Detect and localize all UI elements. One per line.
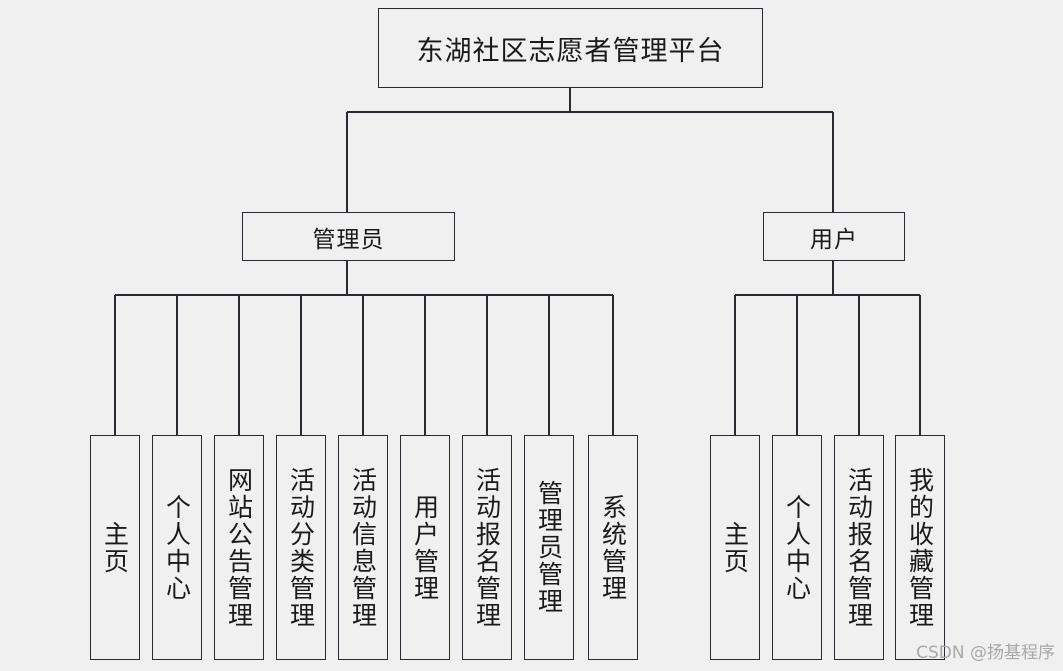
leaf-node-admin-3: 网站公告管理	[214, 435, 264, 660]
leaf-node-admin-3-label: 网站公告管理	[224, 466, 254, 629]
role-node-user-label: 用户	[810, 226, 858, 253]
role-node-admin-label: 管理员	[312, 226, 385, 253]
leaf-node-admin-5-label: 活动信息管理	[348, 466, 378, 629]
leaf-node-admin-2-label: 个人中心	[162, 493, 192, 602]
leaf-node-user-3-label: 活动报名管理	[844, 466, 874, 629]
leaf-node-admin-2: 个人中心	[152, 435, 202, 660]
leaf-node-admin-9-label: 系统管理	[598, 493, 628, 602]
leaf-node-user-2-label: 个人中心	[782, 493, 812, 602]
leaf-node-admin-6: 用户管理	[400, 435, 450, 660]
leaf-node-admin-6-label: 用户管理	[410, 493, 440, 602]
leaf-node-user-3: 活动报名管理	[834, 435, 884, 660]
leaf-node-admin-4-label: 活动分类管理	[286, 466, 316, 629]
root-node-label: 东湖社区志愿者管理平台	[416, 35, 725, 67]
leaf-node-user-4-label: 我的收藏管理	[905, 466, 935, 629]
watermark-text: CSDN @扬基程序	[916, 643, 1055, 663]
leaf-node-admin-9: 系统管理	[588, 435, 638, 660]
leaf-node-admin-7-label: 活动报名管理	[472, 466, 502, 629]
leaf-node-admin-5: 活动信息管理	[338, 435, 388, 660]
leaf-node-admin-4: 活动分类管理	[276, 435, 326, 660]
leaf-node-admin-8-label: 管理员管理	[534, 480, 564, 615]
leaf-node-user-1-label: 主页	[720, 520, 750, 575]
role-node-admin: 管理员	[242, 212, 455, 261]
leaf-node-admin-1: 主页	[90, 435, 140, 660]
leaf-node-admin-1-label: 主页	[100, 520, 130, 575]
leaf-node-user-1: 主页	[710, 435, 760, 660]
leaf-node-user-2: 个人中心	[772, 435, 822, 660]
leaf-node-admin-7: 活动报名管理	[462, 435, 512, 660]
leaf-node-admin-8: 管理员管理	[524, 435, 574, 660]
root-node: 东湖社区志愿者管理平台	[378, 8, 763, 88]
leaf-node-user-4: 我的收藏管理	[895, 435, 945, 660]
role-node-user: 用户	[763, 212, 905, 261]
